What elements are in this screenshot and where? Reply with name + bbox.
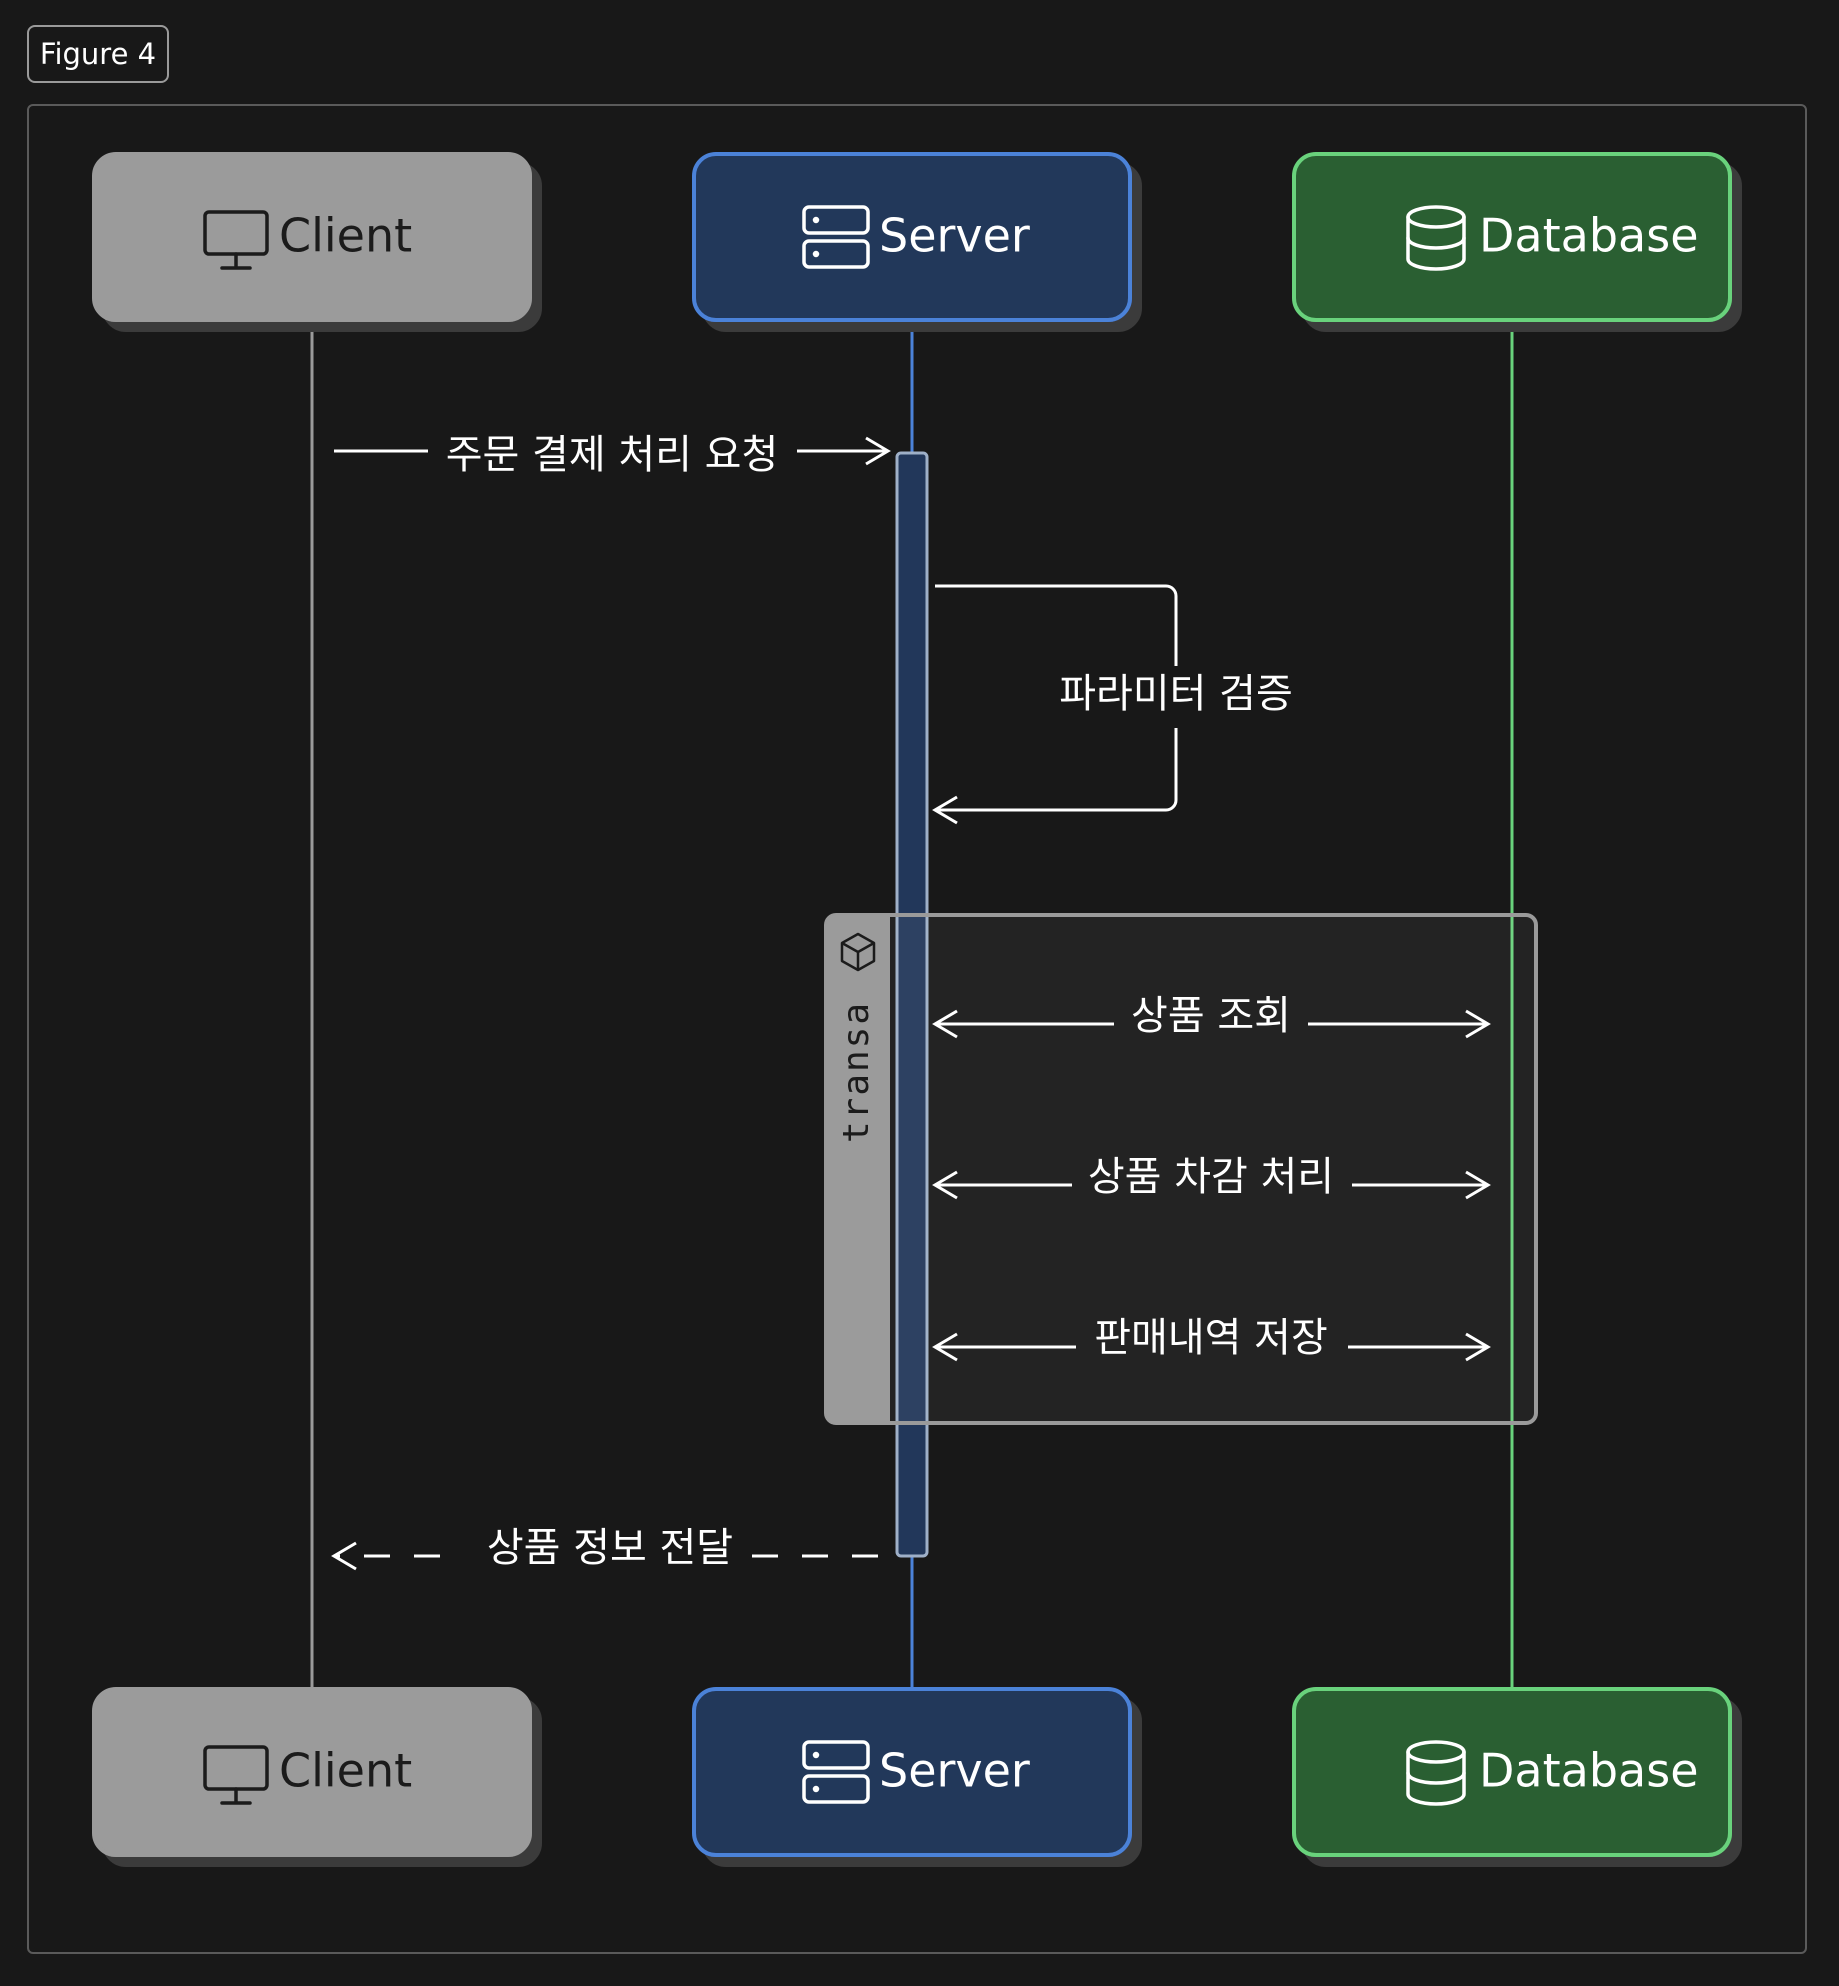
request-label: 주문 결제 처리 요청: [446, 432, 779, 478]
client-participant-bottom: Client: [92, 1687, 532, 1857]
request-message: 주문 결제 처리 요청: [334, 432, 891, 478]
product-lookup-message: 상품 조회: [932, 993, 1491, 1039]
client-label: Client: [279, 1744, 412, 1798]
self-call-label: 파라미터 검증: [1059, 671, 1293, 717]
database-participant-bottom: Database: [1292, 1687, 1732, 1857]
server-participant-bottom: Server: [692, 1687, 1132, 1857]
arrowhead: [865, 436, 891, 466]
arrowhead: [1465, 1170, 1491, 1200]
monitor-icon: [203, 1745, 269, 1805]
response-label: 상품 정보 전달: [487, 1525, 733, 1571]
arrowhead: [1465, 1009, 1491, 1039]
sales-save-label: 판매내역 저장: [1094, 1315, 1328, 1361]
client-participant-top: Client: [92, 152, 532, 322]
self-call-message: 파라미터 검증: [932, 584, 1293, 825]
client-label: Client: [279, 209, 412, 263]
diagram-frame: [27, 104, 1807, 1954]
transaction-label: transa: [836, 1001, 877, 1143]
database-label: Database: [1479, 209, 1699, 263]
arrowhead: [1465, 1332, 1491, 1362]
arrowhead: [932, 1009, 958, 1039]
server-label: Server: [879, 209, 1030, 263]
stock-deduct-label: 상품 차감 처리: [1088, 1154, 1334, 1200]
cube-icon: [840, 932, 876, 972]
product-lookup-label: 상품 조회: [1131, 993, 1291, 1039]
database-participant-top: Database: [1292, 152, 1732, 322]
transaction-group: transa: [824, 913, 1538, 1425]
arrowhead: [932, 795, 958, 825]
arrowhead: [932, 1170, 958, 1200]
arrowhead: [932, 1332, 958, 1362]
stock-deduct-message: 상품 차감 처리: [932, 1154, 1491, 1200]
server-icon: [802, 205, 870, 269]
server-label: Server: [879, 1744, 1030, 1798]
server-activation-bar: [895, 451, 929, 1558]
monitor-icon: [203, 210, 269, 270]
sales-save-message: 판매내역 저장: [932, 1315, 1491, 1362]
database-label: Database: [1479, 1744, 1699, 1798]
figure-label: Figure 4: [27, 25, 169, 83]
server-participant-top: Server: [692, 152, 1132, 322]
response-message: 상품 정보 전달: [331, 1525, 878, 1571]
arrowhead: [331, 1541, 357, 1571]
server-icon: [802, 1740, 870, 1804]
database-icon: [1406, 205, 1466, 271]
database-icon: [1406, 1740, 1466, 1806]
